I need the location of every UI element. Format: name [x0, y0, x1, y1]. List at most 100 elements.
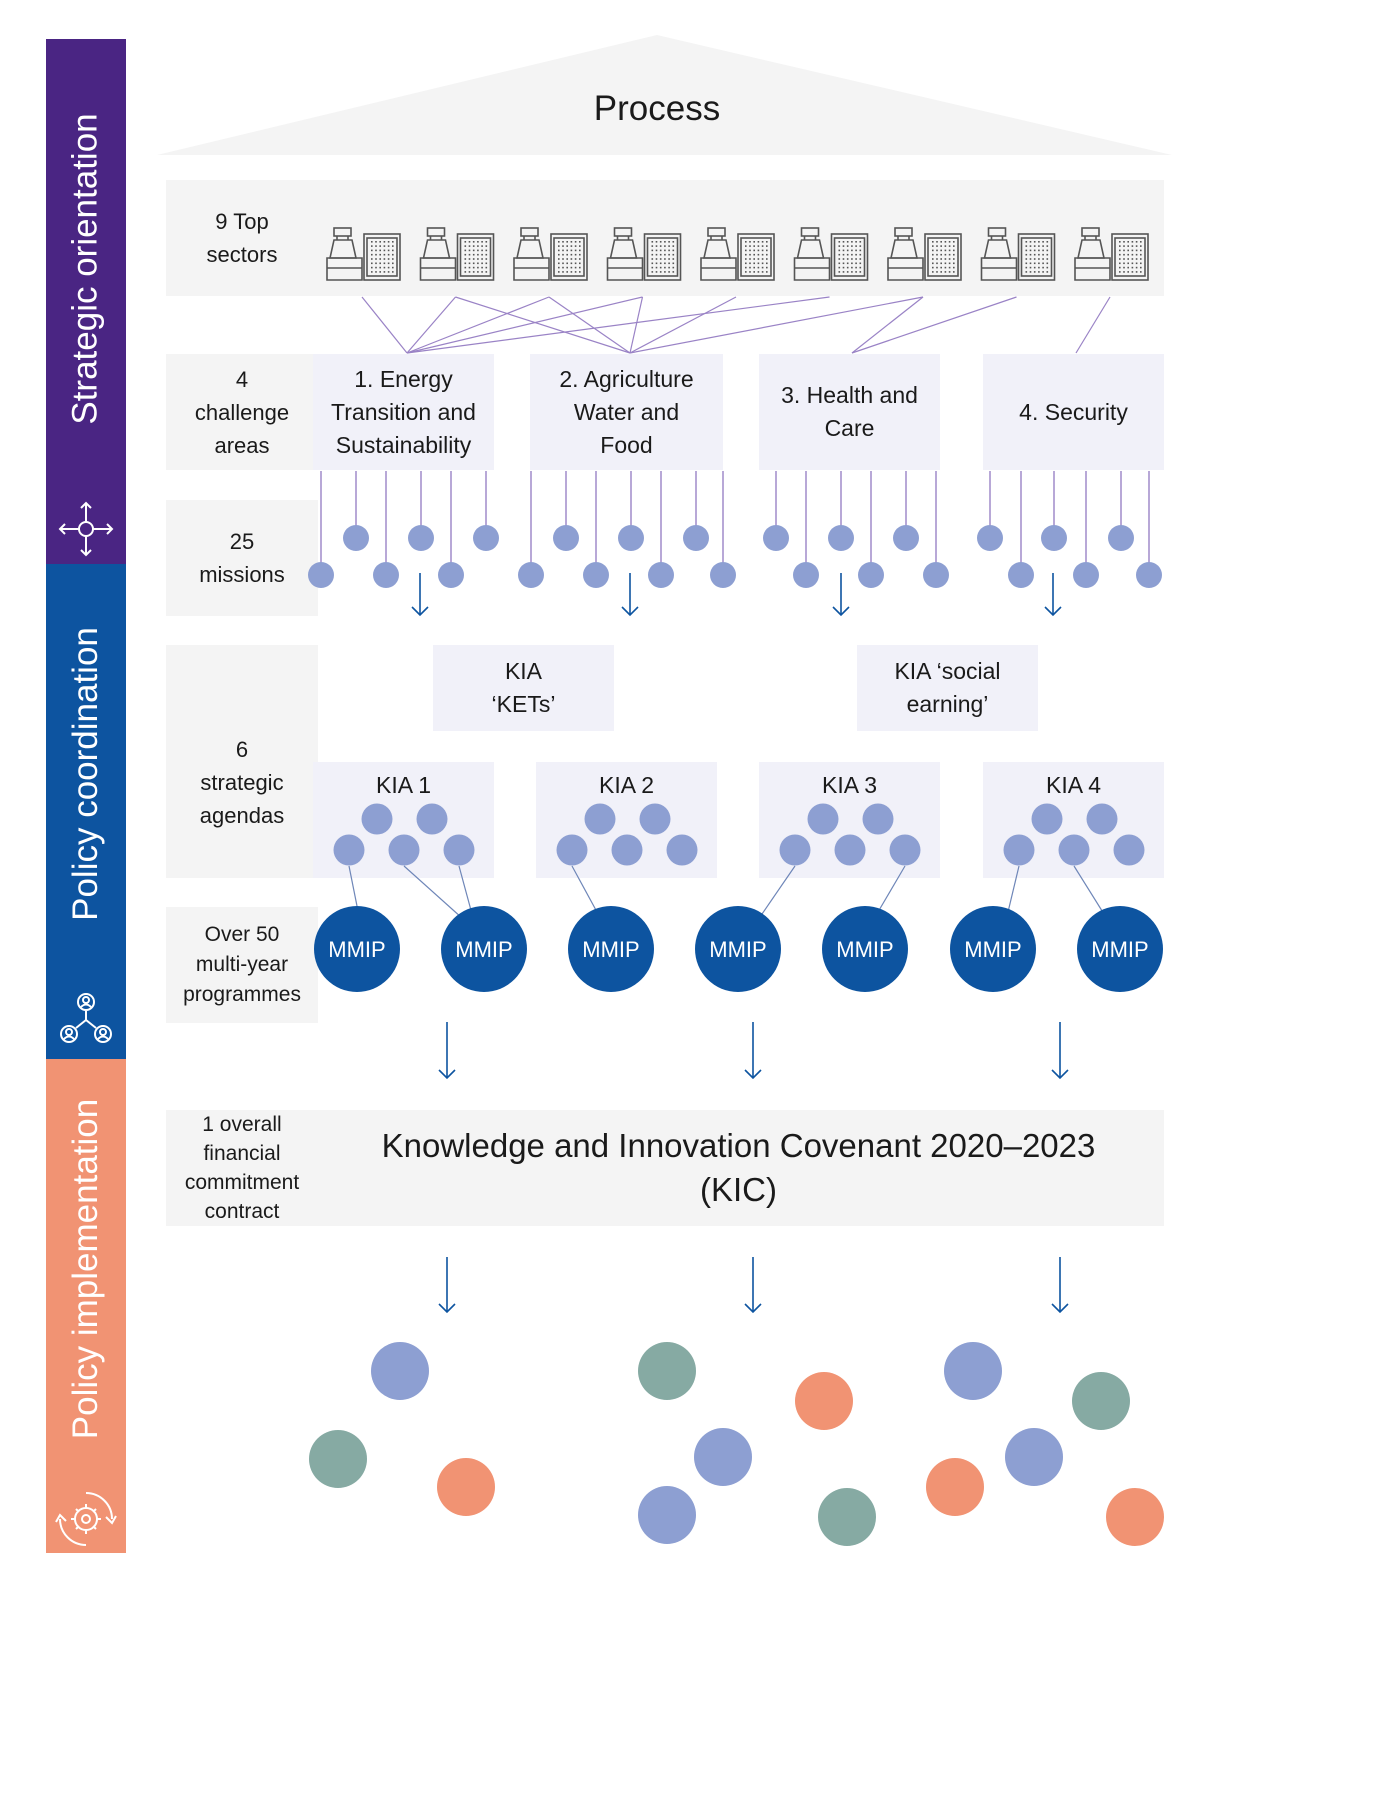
- outcome-circle: [818, 1488, 876, 1546]
- sector-challenge-link: [629, 296, 924, 354]
- kia-mmip-link: [458, 865, 473, 915]
- kia-mmip-link: [761, 865, 796, 915]
- policy-implementation-band: Policy implementation: [46, 1059, 126, 1553]
- factory-building-icon: [606, 227, 682, 281]
- factory-building-icon: [513, 227, 588, 281]
- kic-title: Knowledge and Innovation Covenant 2020–2…: [381, 1127, 1096, 1164]
- factory-building-icon: [419, 227, 495, 281]
- row-label-challenge-areas: 4 challenge areas: [166, 354, 318, 470]
- mmip-circle: [695, 906, 781, 992]
- mission-dot: [683, 525, 709, 551]
- outcome-circle: [1106, 1488, 1164, 1546]
- mmip-circle: [314, 906, 400, 992]
- row-label-financial: 1 overall financial commitment contract: [166, 1110, 318, 1226]
- factory-building-icon: [326, 227, 401, 281]
- down-arrow: [832, 573, 850, 617]
- factory-building-icon: [980, 227, 1056, 281]
- mission-dot: [1108, 525, 1134, 551]
- down-arrow: [621, 573, 639, 617]
- mission-dot: [1041, 525, 1067, 551]
- agenda-dot: [862, 803, 894, 835]
- challenge-area-2: 2. Agriculture Water and Food: [530, 354, 723, 470]
- outcome-circle: [371, 1342, 429, 1400]
- down-arrow: [744, 1022, 762, 1080]
- agenda-dot: [584, 803, 616, 835]
- mission-dot: [553, 525, 579, 551]
- sector-challenge-link: [629, 296, 644, 354]
- down-arrow: [1044, 573, 1062, 617]
- mission-dot: [343, 525, 369, 551]
- agenda-dot: [779, 834, 811, 866]
- agenda-dot: [889, 834, 921, 866]
- row-label-programmes: Over 50 multi-year programmes: [166, 907, 318, 1023]
- mmip-label: MMIP: [709, 937, 766, 962]
- mmip-label: MMIP: [455, 937, 512, 962]
- down-arrow: [411, 573, 429, 617]
- agenda-dot: [611, 834, 643, 866]
- agenda-dot: [556, 834, 588, 866]
- sector-challenge-link: [361, 296, 408, 354]
- sector-challenge-link: [406, 296, 456, 354]
- kia-mmip-link: [348, 865, 358, 907]
- mission-dot: [518, 562, 544, 588]
- mmip-circle: [568, 906, 654, 992]
- agenda-dot: [807, 803, 839, 835]
- agenda-dot: [333, 834, 365, 866]
- policy-coordination-band: Policy coordination: [46, 564, 126, 1059]
- agenda-dot: [443, 834, 475, 866]
- mission-dot: [1073, 562, 1099, 588]
- process-diagram: Strategic orientation Policy coordinatio…: [7, 5, 1367, 1793]
- sector-challenge-link: [406, 296, 643, 354]
- agenda-dot: [1086, 803, 1118, 835]
- people-network-icon: [60, 993, 112, 1043]
- process-roof: [157, 35, 1172, 155]
- sector-challenge-link: [1075, 296, 1111, 354]
- mission-dot: [710, 562, 736, 588]
- row-label-missions: 25 missions: [166, 500, 318, 616]
- mission-dot: [408, 525, 434, 551]
- factory-building-icon: [700, 227, 775, 281]
- down-arrow: [1051, 1257, 1069, 1314]
- sector-challenge-link: [406, 296, 830, 354]
- outcome-circle: [926, 1458, 984, 1516]
- kia-mmip-link: [1007, 865, 1020, 913]
- challenge-area-4: 4. Security: [983, 354, 1164, 470]
- mmip-label: MMIP: [328, 937, 385, 962]
- agenda-dot: [1113, 834, 1145, 866]
- kia-1-label: KIA 1: [376, 772, 431, 798]
- mission-dot: [308, 562, 334, 588]
- mission-dot: [438, 562, 464, 588]
- mission-dot: [583, 562, 609, 588]
- mission-dot: [893, 525, 919, 551]
- mission-dot: [473, 525, 499, 551]
- kia-mmip-link: [403, 865, 463, 919]
- kia-3-label: KIA 3: [822, 772, 877, 798]
- kic-subtitle: (KIC): [700, 1171, 777, 1208]
- agenda-dot: [388, 834, 420, 866]
- agenda-dot: [834, 834, 866, 866]
- mission-dot: [828, 525, 854, 551]
- kia-mmip-link: [877, 865, 906, 913]
- outcome-circle: [638, 1342, 696, 1400]
- kia-4-label: KIA 4: [1046, 772, 1101, 798]
- kia-social-earning-box: KIA ‘social earning’: [857, 645, 1038, 731]
- sector-challenge-link: [455, 296, 631, 354]
- factory-building-icon: [793, 227, 869, 281]
- mission-dot: [858, 562, 884, 588]
- mission-dot: [793, 562, 819, 588]
- mmip-label: MMIP: [582, 937, 639, 962]
- outcome-circle: [1005, 1428, 1063, 1486]
- sector-challenge-link: [548, 296, 631, 354]
- mission-dot: [1136, 562, 1162, 588]
- mmip-circle: [950, 906, 1036, 992]
- mission-dot: [923, 562, 949, 588]
- agenda-dot: [361, 803, 393, 835]
- down-arrow: [744, 1257, 762, 1314]
- sector-challenge-link: [406, 296, 550, 354]
- mmip-circle: [1077, 906, 1163, 992]
- compass-arrows-icon: [58, 501, 114, 557]
- row-label-strategic-agendas: 6 strategic agendas: [166, 645, 318, 878]
- mission-dot: [618, 525, 644, 551]
- agenda-dot: [1031, 803, 1063, 835]
- mission-dot: [1008, 562, 1034, 588]
